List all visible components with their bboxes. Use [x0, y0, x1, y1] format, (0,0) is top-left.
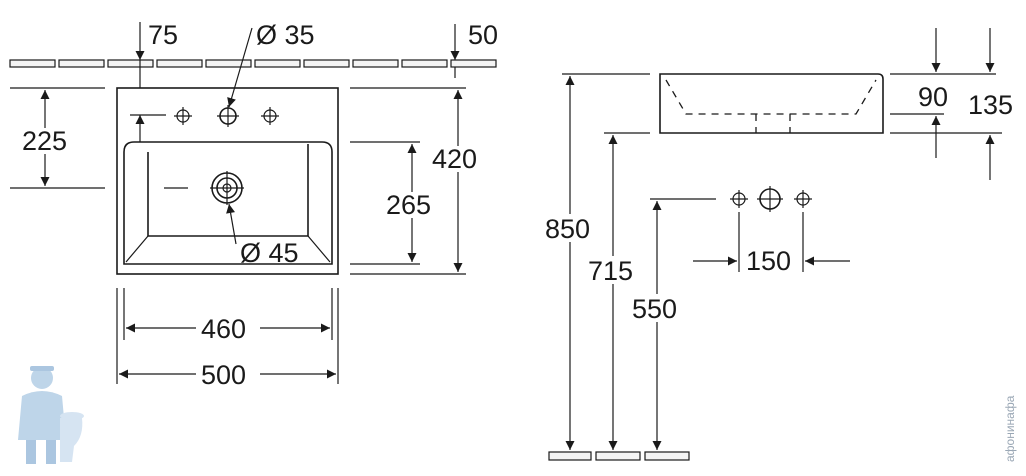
tap-hole-left-icon [174, 107, 192, 125]
watermark-text: aфoнинaфa [1003, 395, 1017, 462]
dim-90-135-lines [890, 28, 1002, 180]
tap-connection-center-icon [757, 186, 783, 212]
tap-hole-leader [227, 27, 253, 108]
front-view: 75 Ø 35 50 225 420 [9, 20, 498, 390]
tap-connections [730, 186, 812, 212]
watermark-mascot-icon [18, 366, 84, 464]
floor-tiles [548, 451, 690, 461]
dim-tile-label: 50 [468, 20, 498, 50]
basin-outline [116, 87, 339, 275]
dim-bowl-depth-label: 265 [386, 190, 431, 220]
drain-leader [226, 203, 237, 245]
dim-tap-offset-label: 75 [148, 20, 178, 50]
dim-height-label: 135 [968, 90, 1013, 120]
tap-holes [174, 105, 279, 127]
tap-connection-right-icon [794, 190, 812, 208]
dim-tap-height-label: 225 [22, 126, 67, 156]
dim-tap-spacing-label: 150 [746, 246, 791, 276]
dim-150-lines [693, 212, 850, 272]
dim-basin-bottom-label: 715 [588, 256, 633, 286]
dim-225-lines [10, 87, 105, 189]
dim-drain-label: Ø 45 [240, 238, 299, 268]
dim-rim-label: 90 [918, 82, 948, 112]
dim-500-lines [116, 288, 339, 384]
basin-profile [659, 73, 884, 134]
dim-width-label: 500 [201, 360, 246, 390]
dim-depth-label: 420 [432, 144, 477, 174]
wall-tiles [9, 59, 497, 68]
dim-265-lines [350, 141, 420, 265]
tap-hole-right-icon [261, 107, 279, 125]
drain-icon [210, 171, 244, 205]
dim-420-lines [350, 87, 466, 275]
dim-tap-hole-label: Ø 35 [256, 20, 315, 50]
dim-850-lines [562, 73, 650, 450]
side-view: 850 715 550 [545, 28, 1013, 461]
dim-tap-connection-label: 550 [632, 294, 677, 324]
dim-bowl-width-label: 460 [201, 314, 246, 344]
tap-hole-center-icon [217, 105, 239, 127]
dim-550-lines [650, 198, 716, 450]
dim-715-lines [604, 132, 650, 450]
dim-460-lines [123, 288, 333, 340]
dim-total-height-label: 850 [545, 214, 590, 244]
tap-connection-left-icon [730, 190, 748, 208]
